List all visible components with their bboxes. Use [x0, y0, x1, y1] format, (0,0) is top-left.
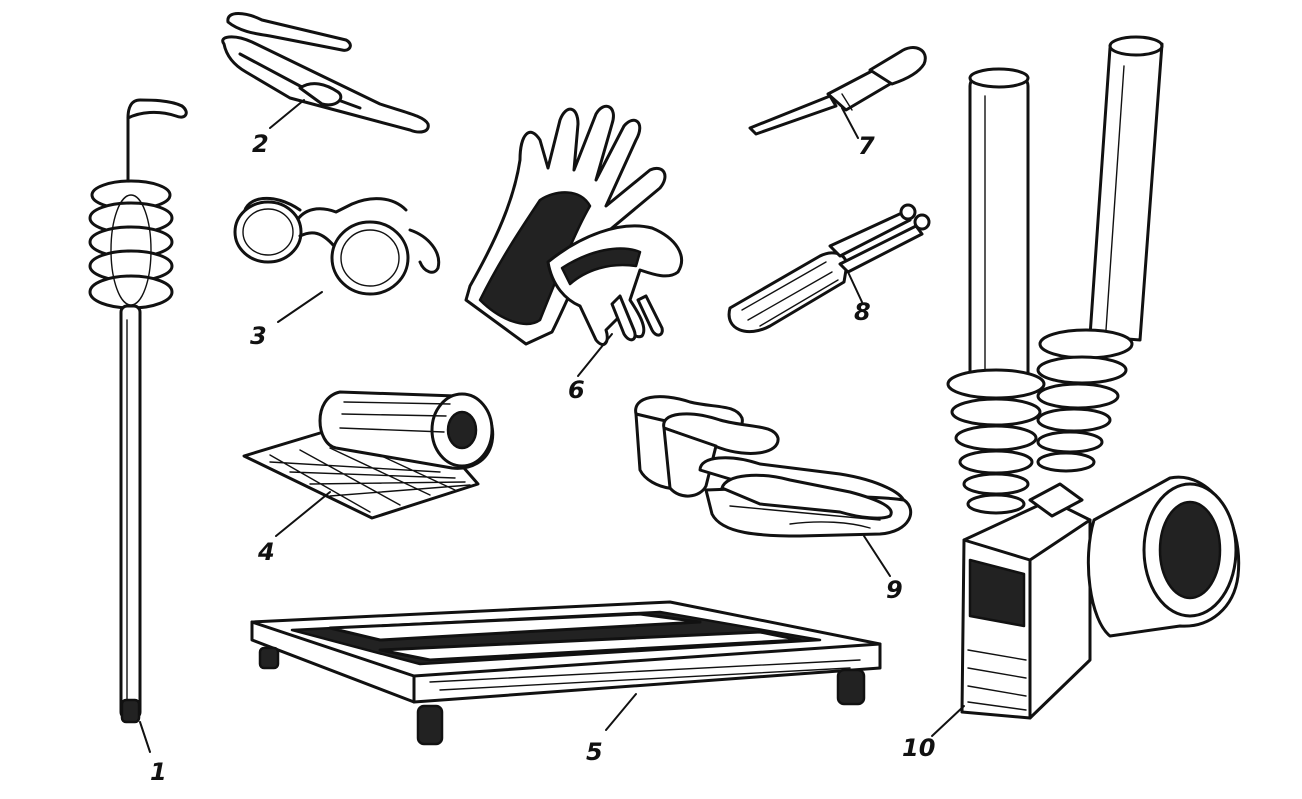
item-insulated-screwdriver — [727, 203, 931, 334]
label-9: 9 — [886, 576, 903, 604]
label-5: 5 — [586, 738, 603, 766]
item-rod — [88, 98, 188, 753]
label-2: 2 — [252, 130, 269, 158]
label-8: 8 — [854, 298, 871, 326]
label-7: 7 — [858, 132, 875, 160]
item-insulating-stand — [250, 600, 882, 746]
item-voltage-indicator — [748, 46, 927, 139]
item-dielectric-boots — [634, 395, 913, 577]
label-3: 3 — [250, 322, 267, 350]
item-insulating-pliers — [221, 12, 430, 134]
label-1: 1 — [150, 758, 167, 786]
label-6: 6 — [568, 376, 585, 404]
item-labels: 1 2 3 4 5 6 7 8 9 10 — [150, 130, 935, 786]
item-voltage-detector — [931, 35, 1241, 737]
label-10: 10 — [902, 734, 935, 762]
item-rubber-mat — [242, 390, 495, 537]
item-goggles — [233, 196, 441, 323]
item-dielectric-gloves — [464, 104, 684, 377]
label-4: 4 — [257, 538, 275, 566]
